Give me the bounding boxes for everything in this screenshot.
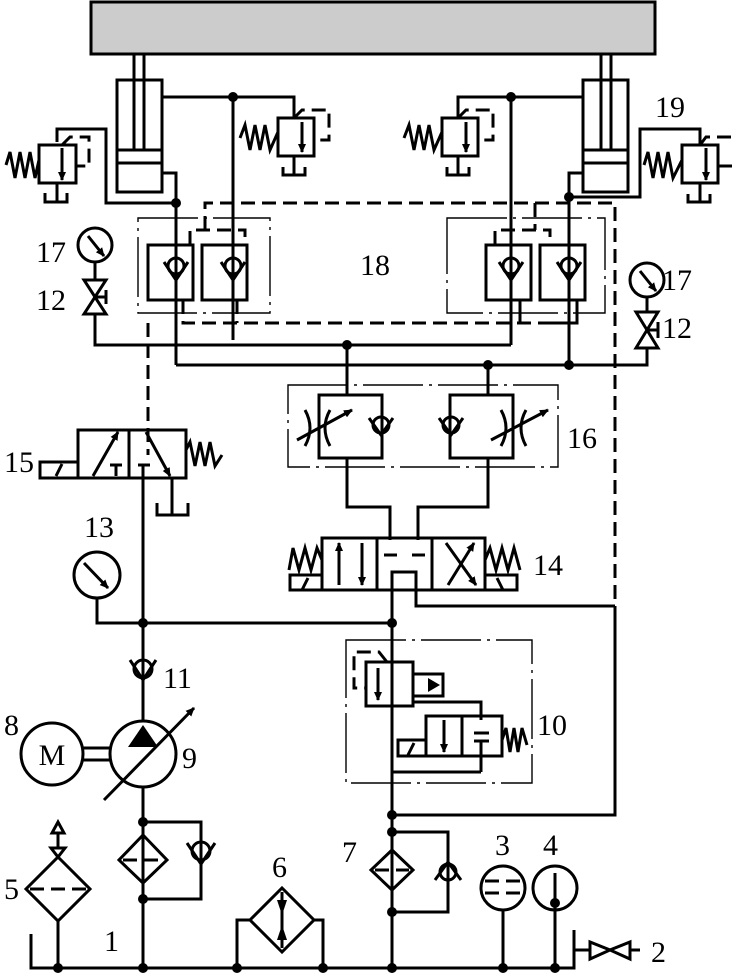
pressure-gauge-13: [72, 550, 392, 625]
relief-valve-left-inner: [238, 108, 331, 177]
label-18: 18: [360, 249, 390, 282]
label-4: 4: [543, 829, 558, 862]
cylinder-right: [581, 54, 630, 194]
label-3: 3: [495, 829, 510, 862]
label-13: 13: [84, 511, 114, 544]
oil-level-indicator-3: [479, 864, 527, 968]
drain-valve-2: [574, 939, 640, 962]
pilot-valve-15: [38, 428, 224, 623]
throttle-check-block-16: [287, 345, 559, 540]
label-17-left: 17: [36, 236, 66, 269]
label-14: 14: [533, 549, 563, 582]
label-2: 2: [651, 936, 666, 969]
stop-valve-12-right: [176, 310, 661, 367]
motor-8: M: [19, 721, 110, 787]
label-5: 5: [4, 873, 19, 906]
label-12-right: 12: [662, 312, 692, 345]
label-19: 19: [655, 91, 685, 124]
directional-valve-14: [287, 536, 615, 815]
gauge-17-right: [628, 261, 666, 312]
label-11: 11: [163, 662, 192, 695]
label-9: 9: [182, 742, 197, 775]
cylinder-left: [115, 54, 164, 194]
relief-valve-19: [642, 135, 734, 204]
thermometer-4: [531, 864, 579, 968]
relief-valve-left-outer: [4, 135, 91, 204]
label-10: 10: [537, 709, 567, 742]
platform: [89, 0, 657, 56]
label-8: 8: [4, 709, 19, 742]
hydraulic-lock-18: [137, 201, 617, 610]
motor-letter: M: [39, 739, 66, 772]
label-12-left: 12: [36, 284, 66, 317]
label-16: 16: [567, 422, 597, 455]
stop-valve-12-left: [81, 278, 511, 347]
label-15: 15: [4, 446, 34, 479]
label-6: 6: [272, 851, 287, 884]
air-filter-5: [23, 818, 93, 968]
suction-filter: [116, 817, 217, 904]
cooler-6: [235, 885, 325, 968]
relief-unload-valve-10: [345, 639, 533, 784]
label-1: 1: [104, 925, 119, 958]
gauge-17-left: [76, 226, 114, 280]
check-valve-11: [128, 623, 158, 720]
label-7: 7: [342, 836, 357, 869]
relief-valve-right-inner: [402, 108, 495, 177]
return-filter-7: [368, 815, 463, 968]
label-17-right: 17: [662, 264, 692, 297]
